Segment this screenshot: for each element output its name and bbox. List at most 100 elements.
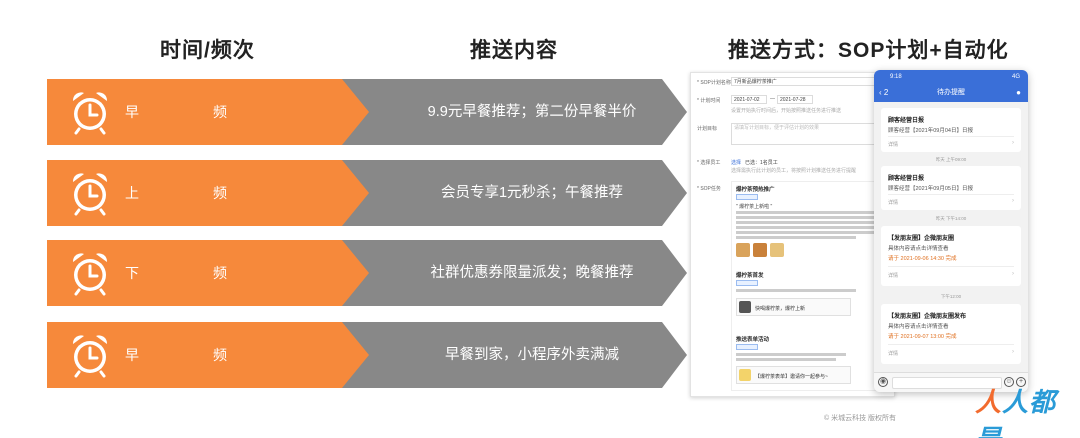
row-time: 早上7点 xyxy=(125,104,139,318)
row-content: 9.9元早餐推荐；第二份早餐半价 xyxy=(427,104,637,120)
sop-task3-card-image xyxy=(739,369,751,381)
sop-task1-title: 爆柠茶预热推广 xyxy=(736,187,775,193)
sop-task3-title: 推送表单活动 xyxy=(736,337,770,343)
emoji-icon[interactable]: ☺ xyxy=(1004,377,1014,387)
time-arrow-band xyxy=(47,160,369,226)
sop-task1-text-line xyxy=(736,226,876,229)
back-icon[interactable]: ‹ 2 xyxy=(879,88,889,97)
logo-part2: 人都是 xyxy=(975,387,1057,438)
sop-task3-text-line xyxy=(736,358,836,361)
sop-task1-image xyxy=(753,243,767,257)
todo-card-title: 【发朋友圈】企微朋友圈 xyxy=(888,236,955,242)
sop-task1-text-line xyxy=(736,236,856,239)
row-content: 早餐到家，小程序外卖满减 xyxy=(445,347,619,363)
sop-date-start[interactable]: 2021-07-02 xyxy=(731,95,767,104)
todo-card-divider xyxy=(888,194,1014,195)
column-header-content: 推送内容 xyxy=(470,39,558,62)
todo-card-due: 请于 2021-09-07 13:00 完成 xyxy=(888,334,957,340)
row-arrow-bands xyxy=(47,79,687,145)
todo-card[interactable]: 顾客经营日报 顾客经营【2021年09月04日】日报 详情 › xyxy=(881,108,1021,152)
row-time: 下午4点 xyxy=(125,265,139,413)
chevron-right-icon: › xyxy=(1012,349,1014,355)
todo-card-detail[interactable]: 详情 xyxy=(888,142,899,148)
sop-staff-select-link[interactable]: 选择 xyxy=(731,160,742,166)
sop-task1-tag xyxy=(736,194,758,200)
message-input[interactable] xyxy=(892,377,1002,389)
content-arrow-band xyxy=(337,240,687,306)
time-arrow-band xyxy=(47,240,369,306)
todo-card-divider xyxy=(888,266,1014,267)
logo-part1: 人 xyxy=(975,387,1003,417)
chevron-right-icon: › xyxy=(1012,271,1014,277)
sop-staff-label: * 选择员工 xyxy=(697,160,721,166)
todo-timestamp: 昨天 下午14:00 xyxy=(935,216,967,221)
sop-task2-tag xyxy=(736,280,758,286)
todo-card-divider xyxy=(888,136,1014,137)
phone-clock: 9:18 xyxy=(890,74,902,80)
row-frequency: 频次：每天 xyxy=(213,185,241,333)
alarm-clock-icon xyxy=(69,250,111,296)
sop-task2-card: 快喝爆柠茶，爆柠上新 xyxy=(736,298,851,316)
todo-card-divider xyxy=(888,344,1014,345)
sop-task2-card-text: 快喝爆柠茶，爆柠上新 xyxy=(755,306,806,312)
todo-timestamp: 下午12:00 xyxy=(940,294,962,299)
row-content: 社群优惠券限量派发；晚餐推荐 xyxy=(430,265,634,281)
voice-icon[interactable]: ◉ xyxy=(878,377,888,387)
todo-card-subtitle: 顾客经营【2021年09月05日】日报 xyxy=(888,186,973,192)
sop-goal-field[interactable]: 请填写计划目标，便于评估计划的效果 xyxy=(731,123,881,145)
row-frequency: 频次：每天 xyxy=(213,104,241,252)
time-arrow-band xyxy=(47,79,369,145)
phone-title: 待办提醒 xyxy=(937,89,965,96)
sop-task1-text-line xyxy=(736,216,881,219)
row-content: 会员专享1元秒杀；午餐推荐 xyxy=(440,185,624,201)
chevron-right-icon: › xyxy=(1012,140,1014,146)
todo-card-title: 顾客经营日报 xyxy=(888,118,925,124)
alarm-clock-icon xyxy=(69,89,111,135)
sop-plan-form: * SOP计划名称 7月新品爆柠茶推广 * 计划时间 2021-07-02 — … xyxy=(690,72,895,397)
sop-task1-text-line xyxy=(736,231,884,234)
content-arrow-band xyxy=(337,79,687,145)
sop-task1-quote: " 爆柠茶上新啦 " xyxy=(736,204,773,210)
todo-timestamp: 昨天 上午09:00 xyxy=(935,157,967,162)
todo-card[interactable]: 顾客经营日报 顾客经营【2021年09月05日】日报 详情 › xyxy=(881,166,1021,210)
plus-icon[interactable]: + xyxy=(1016,377,1026,387)
phone-input-bar: ◉ ☺ + xyxy=(874,372,1028,392)
row-frequency: 频次：周末 xyxy=(213,347,241,429)
row-arrow-bands xyxy=(47,240,687,306)
sop-task2-title: 爆柠茶首发 xyxy=(736,273,764,279)
sop-name-field[interactable]: 7月新品爆柠茶推广 xyxy=(731,77,881,86)
todo-card-subtitle: 具体内容请点击详情查看 xyxy=(888,324,949,330)
todo-card-detail[interactable]: 详情 xyxy=(888,273,899,279)
content-arrow-band xyxy=(337,160,687,226)
todo-card-title: 顾客经营日报 xyxy=(888,176,925,182)
sop-task3-card-text: 【爆柠茶表单】邀请你一起参与~ xyxy=(755,374,828,380)
sop-task1-image xyxy=(770,243,784,257)
todo-card-detail[interactable]: 详情 xyxy=(888,200,899,206)
todo-card[interactable]: 【发朋友圈】企微朋友圈发布 具体内容请点击详情查看 请于 2021-09-07 … xyxy=(881,304,1021,364)
sop-date-end[interactable]: 2021-07-28 xyxy=(777,95,813,104)
copyright-footer: © 米城云科技 版权所有 xyxy=(824,415,897,422)
phone-status-bar: 9:18 4G xyxy=(874,70,1028,84)
alarm-clock-icon xyxy=(69,170,111,216)
sop-task3-card: 【爆柠茶表单】邀请你一起参与~ xyxy=(736,366,851,384)
sop-date-separator: — xyxy=(770,96,775,102)
sop-staff-hint: 选择需执行此计划的员工，将按照计划推送任务进行提醒 xyxy=(731,168,857,174)
sop-task1-text-line xyxy=(736,221,886,224)
user-icon[interactable]: ● xyxy=(1016,88,1021,97)
todo-card-detail[interactable]: 详情 xyxy=(888,351,899,357)
phone-nav-bar: ‹ 2 待办提醒 ● xyxy=(874,84,1028,102)
todo-card-title: 【发朋友圈】企微朋友圈发布 xyxy=(888,314,967,320)
sop-goal-label: 计划目标 xyxy=(697,126,718,132)
alarm-clock-icon xyxy=(69,332,111,378)
todo-card-due: 请于 2021-09-06 14:30 完成 xyxy=(888,256,957,262)
content-arrow-band xyxy=(337,322,687,388)
row-arrow-bands xyxy=(47,160,687,226)
todo-card[interactable]: 【发朋友圈】企微朋友圈 具体内容请点击详情查看 请于 2021-09-06 14… xyxy=(881,226,1021,286)
site-logo: 人人都是 xyxy=(975,382,1080,438)
row-arrow-bands xyxy=(47,322,687,388)
sop-task1-text-line xyxy=(736,211,886,214)
sop-date-hint: 设置开始执行时间后，开始按照推送任务进行推送 xyxy=(731,108,842,114)
column-header-method: 推送方式：SOP计划+自动化 xyxy=(728,39,1009,62)
row-time: 早上8点 xyxy=(125,347,139,429)
column-header-time: 时间/频次 xyxy=(160,39,255,62)
